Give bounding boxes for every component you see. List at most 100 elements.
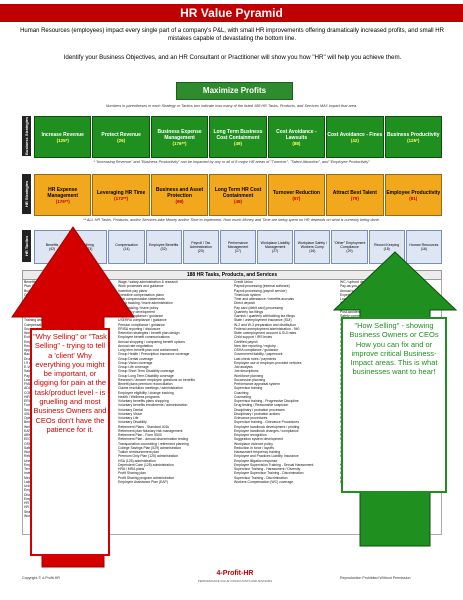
hr-strategy-label: HR Expense Management bbox=[47, 186, 78, 199]
task-item: Retirement Plans - Standard 401k bbox=[118, 424, 170, 429]
task-item: Grievance procedures bbox=[234, 416, 268, 420]
hr-strategy-label: Turnover Reduction bbox=[272, 189, 320, 196]
identify-text: Identify your Business Objectives, and a… bbox=[63, 54, 402, 61]
task-item: Claims resolution meetings / administrat… bbox=[118, 386, 183, 391]
task-item: Employee handbook development / printing bbox=[234, 424, 300, 429]
task-item: Employee recognition bbox=[234, 433, 267, 437]
task-item: Timeclock system bbox=[234, 292, 261, 297]
footer-copyright: Copyright © 4-Profit-HR bbox=[22, 576, 60, 580]
hr-tactic-label: Performance Management bbox=[227, 241, 249, 249]
task-item: Dependent Care (125) administration bbox=[118, 462, 174, 467]
task-item: Tuition reimbursement plan bbox=[118, 450, 159, 454]
hr-tactic-count: (17) bbox=[234, 249, 242, 253]
hr-tactic-label: Hiring bbox=[84, 243, 94, 247]
hr-tactic-label: "Other" Employment Compliance bbox=[333, 241, 366, 249]
task-item: Long term benefit plan cost containment bbox=[118, 348, 179, 352]
hr-strategy-label: Leveraging HR Time bbox=[97, 189, 146, 196]
task-item: ERISA reporting / disclosure bbox=[118, 326, 161, 331]
business-strategy-label: Protect Revenue bbox=[101, 131, 141, 138]
footer-reproduction: Reproduction Prohibited Without Permissi… bbox=[340, 576, 411, 580]
task-item: Employee Supervisor Training - Discrimin… bbox=[234, 471, 304, 476]
task-item: WC / upfront deposit premium bbox=[340, 280, 386, 284]
task-item: Payroll processing (internal software) bbox=[234, 284, 290, 289]
task-item: HRA / MRA plans bbox=[118, 467, 145, 471]
hr-tactic-label: Human Resources bbox=[409, 243, 439, 247]
business-strategy-box: Business Expense Management(176**) bbox=[150, 116, 209, 158]
task-item: USERRA compliance / guidance bbox=[118, 318, 167, 323]
hr-tactic-label: Benefits bbox=[45, 243, 59, 247]
hr-tactic-count: (29) bbox=[346, 249, 353, 253]
hr-tactic-count: (14) bbox=[123, 247, 130, 251]
task-item: Transportation counseling / retirement p… bbox=[118, 441, 189, 446]
hr-tactic-label: Employee Benefits bbox=[149, 243, 179, 247]
task-item: Workforce planning bbox=[234, 373, 264, 378]
task-item: Health / Wellness programs bbox=[118, 394, 160, 399]
hr-strategy-count: (57) bbox=[292, 195, 301, 201]
task-item: Employee and Practices Liability Insuran… bbox=[234, 454, 299, 459]
hr-tactic-box: "Other" Employment Compliance(29) bbox=[331, 230, 368, 264]
task-item: Voluntary Disability bbox=[118, 420, 147, 425]
task-item: OSHA compliance / guidance bbox=[234, 348, 279, 352]
task-item: Quarterly tax filings bbox=[234, 309, 264, 314]
task-item: Group Life coverage bbox=[118, 365, 149, 369]
hr-tactic-count: (23) bbox=[197, 249, 204, 253]
hr-tactic-box: Compensation(14) bbox=[108, 230, 145, 264]
task-item: Disciplinary / probation actions bbox=[234, 411, 280, 416]
hr-strategy-count: (81) bbox=[409, 195, 418, 201]
task-item: Voluntary Life bbox=[118, 416, 139, 420]
task-item: Retirement plan fiduciary risk managemen… bbox=[118, 428, 183, 433]
hr-strategy-count: (172**) bbox=[114, 195, 129, 201]
business-strategy-count: (125*) bbox=[56, 137, 69, 143]
task-item: Reduction in force / layoffs bbox=[234, 445, 274, 450]
task-item: Employee Assistance Plan (EAP) bbox=[118, 479, 168, 484]
hr-strategy-box: Employee Productivity(81) bbox=[384, 174, 442, 216]
hr-strategy-count: (99) bbox=[175, 198, 184, 204]
task-item: Group Dental coverage bbox=[118, 356, 154, 361]
task-item: Credit Union bbox=[234, 280, 253, 284]
task-item: Suggestion system development bbox=[234, 437, 284, 442]
task-item: Government liability / paperwork bbox=[234, 352, 283, 357]
hr-tactic-box: Performance Management(17) bbox=[219, 230, 257, 264]
task-item: Pension compliance / guidance bbox=[118, 322, 165, 327]
task-item: Job analysis bbox=[234, 365, 253, 369]
business-strategy-count: (125*) bbox=[407, 137, 420, 143]
task-item: Research / answer employee questions on … bbox=[118, 377, 195, 382]
business-strategy-box: Increase Revenue(125*) bbox=[34, 116, 92, 158]
task-item: Work processes and guidance bbox=[118, 284, 164, 289]
task-item: Employee use of employer-provided vehicl… bbox=[234, 360, 302, 365]
task-item: Drug testing / Reasonable suspicion bbox=[234, 403, 289, 408]
task-item: Payroll processing (payroll service) bbox=[234, 288, 287, 293]
task-item: Benefit plans premium reconciliation bbox=[118, 382, 173, 386]
business-strategy-label: Increase Revenue bbox=[41, 131, 84, 138]
task-item: Harassment frequency training bbox=[234, 450, 281, 454]
task-item: Time and attendance / benefits accruals bbox=[234, 297, 294, 301]
hr-tactic-label: Record Keeping bbox=[374, 243, 400, 247]
task-item: Workplace violence policy bbox=[234, 441, 273, 446]
task-item: Voluntary benefits plans shopping bbox=[118, 399, 169, 403]
task-item: Safety committee bbox=[340, 314, 367, 318]
hr-tactic-box: Workplace Liability Management(27) bbox=[257, 230, 294, 264]
business-strategy-box: Business Productivity(125*) bbox=[384, 116, 442, 158]
hr-tactic-count: (18) bbox=[383, 247, 390, 251]
note-bottom: ** ALL HR Tasks, Products, and/or Servic… bbox=[83, 218, 380, 222]
why-selling-callout: "Why Selling" or "Task Selling" - trying… bbox=[30, 328, 110, 556]
task-item: Retirement Plan - Form 5500 bbox=[118, 433, 162, 437]
hr-tactic-box: Human Resources(16) bbox=[405, 230, 442, 264]
task-item: State unemployment account & SUI rates bbox=[234, 331, 297, 335]
task-item: E-Verify bbox=[24, 365, 116, 369]
task-item: Group Long Term Disability coverage bbox=[118, 373, 174, 378]
business-strategy-count: (49) bbox=[233, 140, 242, 146]
hr-tactic-box: Payroll / Tax Administration(23) bbox=[182, 230, 219, 264]
hr-strategy-label: Long Term HR Cost Containment bbox=[214, 186, 262, 199]
maximize-profits-banner: Maximize Profits bbox=[176, 82, 293, 100]
hr-tactic-box: Workplace Safety / Workers Comp(16) bbox=[294, 230, 331, 264]
business-strategy-label: Business Expense Management bbox=[157, 128, 202, 141]
business-strategy-count: (26) bbox=[117, 137, 126, 143]
task-item: College Savings Plan (529) administratio… bbox=[118, 445, 182, 450]
task-item: Pay card (debit card) processing bbox=[234, 305, 283, 310]
hr-tactic-label: Payroll / Tax Administration bbox=[189, 241, 212, 249]
hr-tactic-count: (42) bbox=[48, 247, 56, 251]
business-strategy-box: Protect Revenue(26) bbox=[92, 116, 150, 158]
task-item: Premium Only Plan (125) administration bbox=[118, 454, 179, 459]
task-item: Workers Compensation (WC) coverage bbox=[234, 479, 294, 484]
